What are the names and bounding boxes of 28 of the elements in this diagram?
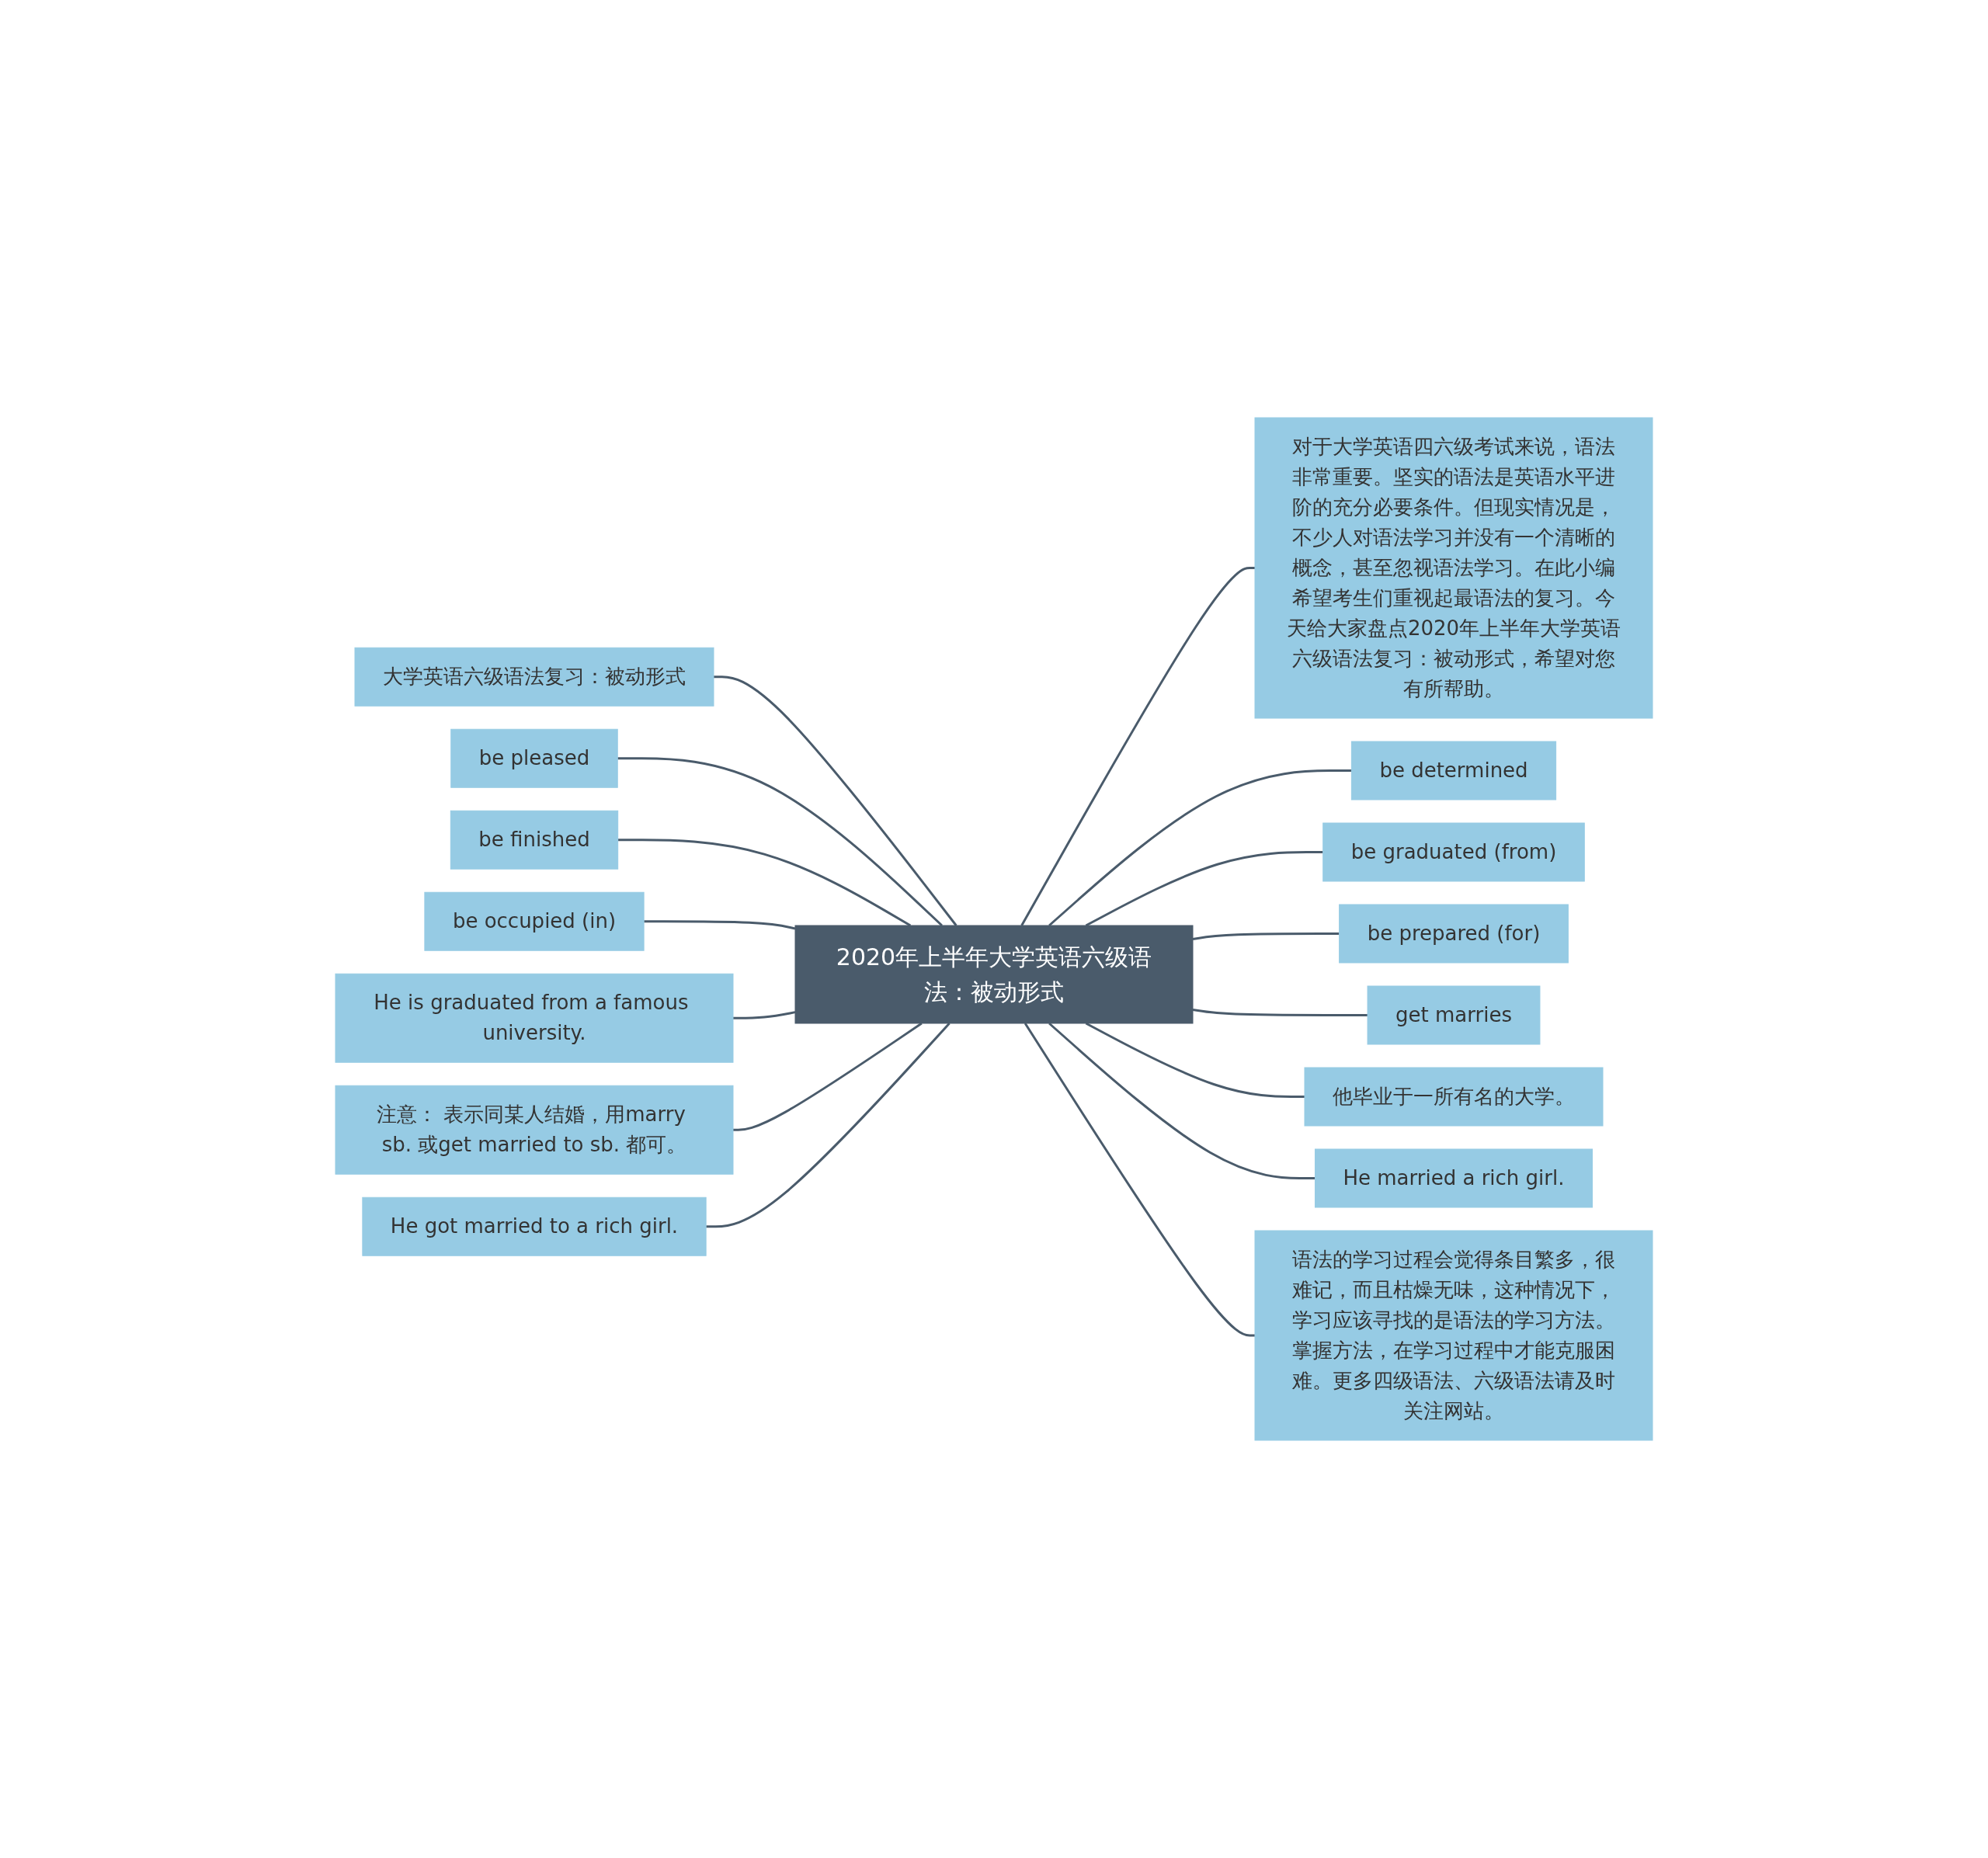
node-box: 对于大学英语四六级考试来说，语法非常重要。坚实的语法是英语水平进阶的充分必要条件。但现实情况是，不少人对语法学习并没有一个清晰的概念，甚至忽视语法学习。在此小编希望考生们重视起最语法的复习。今天给大家盘点2020年上半年大学英语六级语法复习：被动形式，希望对您有所帮助。	[1254, 417, 1653, 719]
connector	[1192, 1008, 1368, 1016]
connector	[1020, 567, 1255, 926]
node-box: be finished	[450, 810, 619, 870]
node-box: 注意： 表示同某人结婚，用marry sb. 或get married to sb. 都可。	[335, 1085, 734, 1175]
connector	[706, 1023, 951, 1228]
connector	[1048, 769, 1352, 927]
connector	[617, 757, 943, 927]
node-box: be occupied (in)	[424, 891, 645, 951]
node-box: be graduated (from)	[1322, 822, 1585, 882]
node-box: be prepared (for)	[1339, 904, 1569, 964]
node-box: He got married to a rich girl.	[362, 1196, 707, 1256]
node-box: 他毕业于一所有名的大学。	[1304, 1067, 1604, 1127]
node-box: 大学英语六级语法复习：被动形式	[354, 647, 714, 707]
node-box: 语法的学习过程会觉得条目繁多，很难记，而且枯燥无味，这种情况下，学习应该寻找的是语法的学习方法。掌握方法，在学习过程中才能克服困难。更多四级语法、六级语法请及时关注网站。	[1254, 1230, 1653, 1441]
connector	[644, 920, 796, 930]
node-box: be pleased	[450, 728, 618, 788]
connector	[1192, 932, 1340, 941]
node-box: He is graduated from a famous university.	[335, 973, 734, 1063]
node-box: He married a rich girl.	[1315, 1148, 1593, 1208]
connector	[617, 839, 912, 927]
connector	[1024, 1023, 1255, 1337]
node-box: get marries	[1367, 985, 1541, 1045]
node-box: 2020年上半年大学英语六级语法：被动形式	[794, 925, 1194, 1024]
connector	[714, 675, 958, 926]
connector	[1085, 851, 1323, 927]
connector	[733, 1011, 796, 1019]
node-box: be determined	[1350, 741, 1557, 801]
